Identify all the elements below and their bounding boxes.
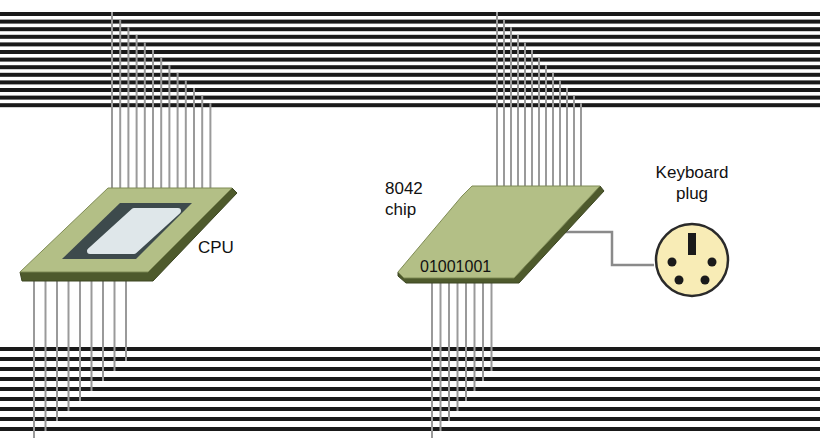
bus-line bbox=[0, 103, 820, 107]
bus-line bbox=[0, 27, 820, 31]
bus-line bbox=[0, 12, 820, 16]
pin bbox=[503, 20, 505, 194]
bus-line bbox=[0, 50, 820, 54]
bus-line bbox=[0, 387, 820, 391]
pin bbox=[465, 272, 467, 401]
pin bbox=[517, 35, 519, 194]
pin bbox=[91, 268, 93, 391]
pin bbox=[448, 272, 450, 421]
pin bbox=[152, 50, 154, 196]
pin bbox=[114, 268, 116, 371]
keyboard-cable bbox=[558, 232, 654, 265]
bus-line bbox=[0, 73, 820, 77]
pin bbox=[125, 268, 127, 361]
pin bbox=[431, 272, 433, 438]
pin bbox=[482, 272, 484, 381]
pin bbox=[177, 73, 179, 196]
cpu-chip-shape bbox=[15, 183, 245, 290]
pin bbox=[524, 42, 526, 194]
pin bbox=[201, 96, 203, 196]
pin bbox=[45, 268, 47, 431]
pin bbox=[119, 20, 121, 196]
bus-line bbox=[0, 377, 820, 381]
pin bbox=[573, 96, 575, 194]
pin bbox=[185, 80, 187, 196]
pin bbox=[491, 272, 493, 371]
pin bbox=[33, 268, 35, 438]
bus-line bbox=[0, 80, 820, 84]
bus-line bbox=[0, 65, 820, 69]
pin bbox=[79, 268, 81, 401]
pin bbox=[193, 88, 195, 196]
keyboard-controller-chip: 8042 chip 01001001 bbox=[380, 172, 558, 284]
chip-label: CPU bbox=[198, 237, 234, 258]
pin bbox=[127, 27, 129, 196]
pin bbox=[136, 35, 138, 196]
keyboard-plug-shape bbox=[654, 162, 730, 300]
pin bbox=[209, 103, 211, 196]
bus-line bbox=[0, 88, 820, 92]
pin bbox=[160, 58, 162, 196]
pin bbox=[552, 73, 554, 194]
pin bbox=[496, 12, 498, 194]
pin bbox=[531, 50, 533, 194]
keyboard-plug: Keyboard plug bbox=[654, 162, 730, 300]
pin bbox=[580, 103, 582, 194]
pin bbox=[440, 272, 442, 431]
bus-line bbox=[0, 42, 820, 46]
binary-code: 01001001 bbox=[420, 256, 491, 277]
pin bbox=[56, 268, 58, 421]
pin bbox=[559, 80, 561, 194]
bus-line bbox=[0, 367, 820, 371]
plug-label: Keyboard plug bbox=[654, 162, 730, 204]
bus-line bbox=[0, 407, 820, 411]
pin bbox=[538, 58, 540, 194]
bus-line bbox=[0, 417, 820, 421]
bus-lines bbox=[0, 12, 820, 431]
bus-line bbox=[0, 427, 820, 431]
pin bbox=[68, 268, 70, 411]
bus-line bbox=[0, 357, 820, 361]
bus-line bbox=[0, 35, 820, 39]
pin bbox=[111, 12, 113, 196]
pin bbox=[566, 88, 568, 194]
bus-line bbox=[0, 397, 820, 401]
pin bbox=[144, 42, 146, 196]
bus-line bbox=[0, 96, 820, 100]
pin bbox=[457, 272, 459, 411]
pin bbox=[102, 268, 104, 381]
bus-line bbox=[0, 20, 820, 24]
bus-line bbox=[0, 58, 820, 62]
chip-label: 8042 chip bbox=[385, 178, 431, 220]
pin bbox=[545, 65, 547, 194]
pin bbox=[168, 65, 170, 196]
pin bbox=[474, 272, 476, 391]
cpu-chip: CPU bbox=[15, 183, 245, 290]
bus-line bbox=[0, 347, 820, 351]
pin bbox=[510, 27, 512, 194]
